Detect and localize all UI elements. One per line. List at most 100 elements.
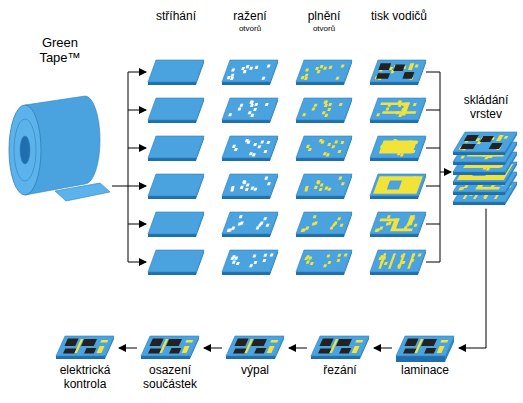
board-face xyxy=(370,250,426,272)
via-hole xyxy=(330,226,334,229)
via-hole xyxy=(308,257,312,260)
layer-stack xyxy=(452,128,520,208)
via-hole xyxy=(306,145,310,148)
via-hole xyxy=(237,107,241,110)
component xyxy=(421,339,437,346)
step-label: Green Tape™ xyxy=(29,36,91,66)
board-edge xyxy=(370,196,418,199)
process-step: laminace xyxy=(392,332,458,378)
board-edge xyxy=(296,272,344,275)
board-face xyxy=(296,212,352,234)
via-hole xyxy=(248,111,252,114)
via-hole xyxy=(308,148,312,151)
via-hole xyxy=(384,262,388,265)
via-hole xyxy=(304,188,308,191)
board-edge xyxy=(453,202,505,205)
via-hole xyxy=(339,103,343,106)
via-hole xyxy=(230,77,234,80)
via-hole xyxy=(414,224,418,227)
board-face xyxy=(370,174,426,196)
process-step: výpal xyxy=(222,332,288,378)
conductor xyxy=(160,339,169,353)
via-hole xyxy=(322,111,326,114)
conductor xyxy=(437,346,445,353)
process-step: skládání vrstev xyxy=(452,94,520,208)
via-hole xyxy=(234,148,238,151)
component xyxy=(63,348,77,353)
tape-roll xyxy=(5,90,115,205)
via-hole xyxy=(231,68,235,71)
component xyxy=(318,348,332,353)
via-hole xyxy=(250,114,254,117)
via-hole xyxy=(338,150,342,153)
via-hole xyxy=(260,222,264,225)
via-hole xyxy=(246,65,250,68)
via-hole xyxy=(243,70,247,73)
via-hole xyxy=(327,261,331,264)
circuit-tile xyxy=(392,332,458,364)
board-face xyxy=(222,98,278,120)
board-face xyxy=(148,174,204,196)
via-hole xyxy=(265,103,269,106)
conductor xyxy=(475,187,500,189)
step-label: plnění xyxy=(308,10,341,23)
via-hole xyxy=(320,183,324,186)
board-face xyxy=(453,132,517,152)
via-hole xyxy=(324,114,328,117)
via-hole xyxy=(313,215,317,218)
chip-pad xyxy=(378,63,391,70)
flow-arrow xyxy=(204,348,222,349)
board-edge xyxy=(370,82,418,85)
step-label: řezání xyxy=(307,364,373,378)
layer-tiles xyxy=(148,60,426,275)
process-step: Green Tape™ xyxy=(5,36,115,66)
conductor xyxy=(267,346,275,353)
via-hole xyxy=(327,188,331,191)
via-hole xyxy=(375,229,379,232)
conductor xyxy=(352,346,360,353)
flow-arrow xyxy=(374,348,392,349)
chip-pad xyxy=(489,143,503,149)
via-hole xyxy=(324,101,328,104)
via-hole xyxy=(387,215,391,218)
conductor xyxy=(185,340,193,342)
via-hole xyxy=(230,188,234,191)
via-hole xyxy=(413,103,417,106)
roll-end xyxy=(9,105,41,195)
via-hole xyxy=(323,264,327,267)
via-hole xyxy=(253,108,257,111)
via-hole xyxy=(302,113,306,116)
board-edge xyxy=(148,196,196,199)
via-hole xyxy=(337,254,341,257)
board-face xyxy=(370,98,426,120)
component xyxy=(149,338,163,346)
circuit-tile xyxy=(52,332,118,364)
chip-pad xyxy=(464,135,479,141)
board-edge xyxy=(370,158,418,161)
circuit-tile xyxy=(137,332,203,364)
via-hole xyxy=(250,101,254,104)
split-line xyxy=(128,72,129,262)
board-face xyxy=(311,336,369,356)
via-hole xyxy=(388,222,392,225)
via-hole xyxy=(241,67,245,70)
board-edge xyxy=(148,82,196,85)
step-label: tisk vodičů xyxy=(371,10,427,23)
via-hole xyxy=(385,107,389,110)
step-label: otvorů xyxy=(239,25,261,34)
via-hole xyxy=(321,141,325,144)
conductor xyxy=(415,339,424,353)
step-label: ražení xyxy=(233,10,266,23)
branch-arrow xyxy=(128,110,146,111)
flow-arrow xyxy=(119,348,137,349)
flow-arrow xyxy=(289,348,307,349)
via-hole xyxy=(334,222,338,225)
fan-lines xyxy=(112,72,451,262)
step-label: skládání vrstev xyxy=(452,94,520,122)
board-edge xyxy=(296,158,344,161)
conductor xyxy=(398,253,406,268)
via-hole xyxy=(376,113,380,116)
component xyxy=(148,348,162,353)
via-hole xyxy=(247,141,251,144)
